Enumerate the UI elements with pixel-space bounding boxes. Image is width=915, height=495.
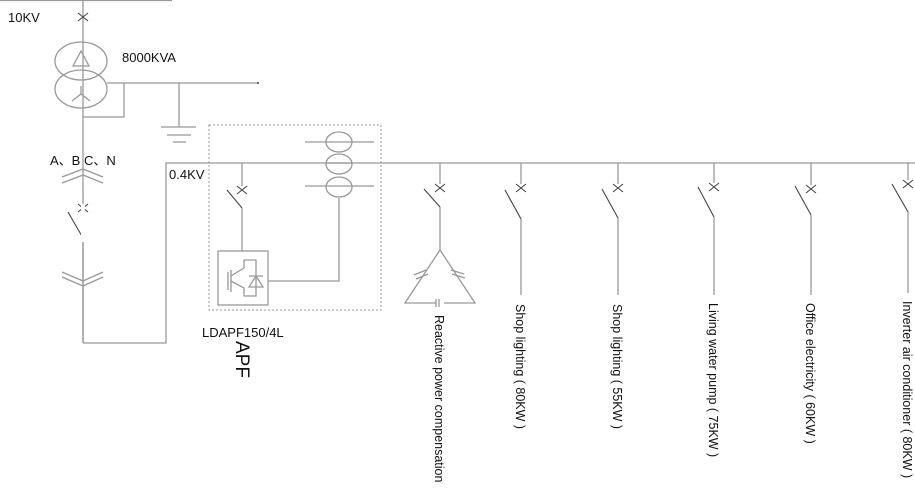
apf-inverter-module-icon [217,198,340,306]
branch-label: Office electricity ( 60KW ) [803,303,817,444]
transformer-symbol [54,41,259,118]
branch-reactive-compensation: Reactive power compensation [403,163,477,482]
branch-office-electricity: Office electricity ( 60KW ) [794,163,817,444]
apf-model-label: LDAPF150/4L [202,325,284,340]
lv-voltage-label: 0.4KV [169,167,205,182]
ground-icon [161,83,196,143]
branch-label: Living water pump ( 75KW ) [706,303,720,457]
current-transformers-icon [305,131,374,198]
branch-shop-lighting-55kw: Shop lighting ( 55KW ) [601,163,624,429]
apf-enclosure [208,124,382,311]
transformer-rating-label: 8000KVA [122,50,176,65]
branch-shop-lighting-80kw: Shop lighting ( 80KW ) [504,163,527,429]
main-breaker-switch [67,198,89,343]
apf-name-label: APF [231,341,252,378]
lv-busbar [83,162,915,344]
branch-inverter-air-conditioner: Inverter air conditioner ( 80KW ) [891,163,914,478]
apf-breaker-switch [226,163,248,251]
branch-label: Inverter air conditioner ( 80KW ) [900,301,914,478]
branch-label: Shop lighting ( 55KW ) [610,304,624,429]
branch-label: Reactive power compensation [432,315,446,482]
plug-connector-lower [61,271,104,287]
hv-voltage-label: 10KV [8,10,40,25]
branch-label: Shop lighting ( 80KW ) [513,304,527,429]
branch-living-water-pump: Living water pump ( 75KW ) [697,163,720,457]
plug-connector-upper [61,168,104,184]
phases-label: A、B C、N [50,153,116,168]
